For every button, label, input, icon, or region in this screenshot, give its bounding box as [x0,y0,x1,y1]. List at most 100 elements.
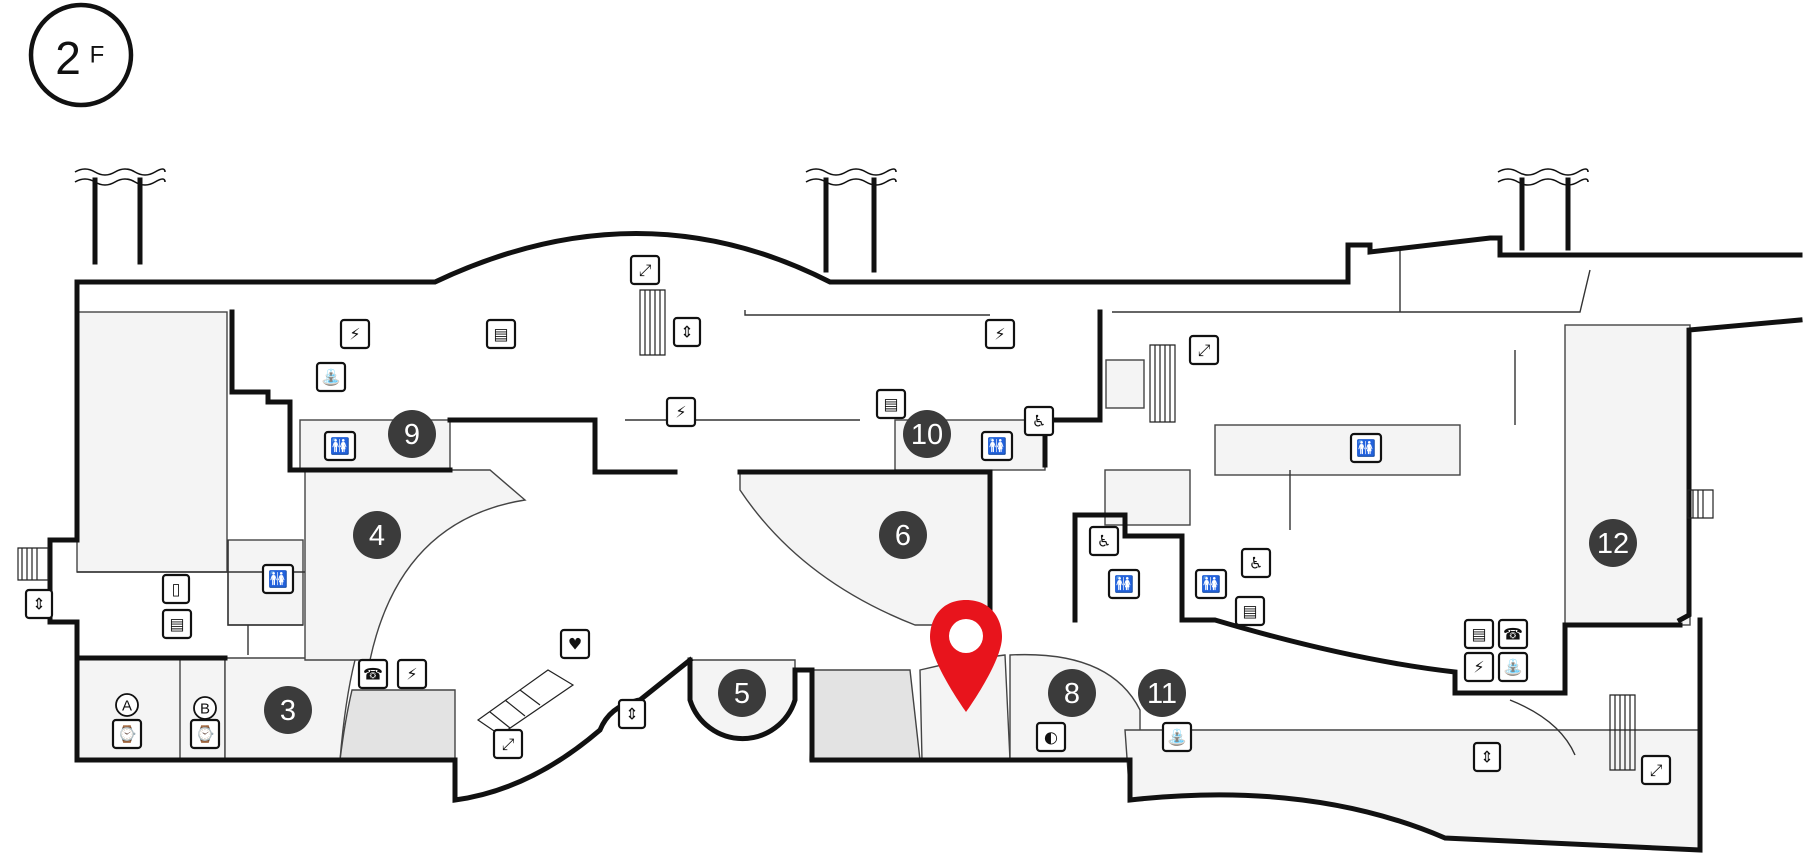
svg-text:⌚: ⌚ [195,725,215,744]
svg-text:☎: ☎ [363,665,383,684]
elevator-icon[interactable]: ⇕ [617,698,647,730]
floor-badge: 2 F [28,2,134,108]
charging-icon[interactable]: ⚡ [984,318,1016,350]
inner-wall-east [1072,512,1683,696]
charging-icon[interactable]: ⚡ [665,396,697,428]
svg-text:▤: ▤ [883,395,898,414]
water-fountain-icon[interactable]: ⛲ [1161,721,1193,753]
east-wall [1676,317,1803,624]
floor-suffix: F [90,42,105,69]
elevator-icon[interactable]: ⇕ [24,588,54,620]
aed-icon[interactable]: ♥ [559,628,591,660]
gate-label-b: B [200,701,210,718]
pin-hole [949,619,983,653]
area-badge-5[interactable]: 5 [718,669,766,717]
charging-icon[interactable]: ⚡ [396,658,428,690]
area-badge-9[interactable]: 9 [388,410,436,458]
north-wall [74,231,1803,285]
gate-badge-a[interactable]: A [115,693,139,717]
svg-text:♿: ♿ [1097,532,1111,551]
smoking-icon[interactable]: ▯ [161,573,191,605]
svg-text:⚡: ⚡ [349,325,360,344]
charging-icon[interactable]: ⚡ [339,318,371,350]
connector-2 [823,177,877,273]
vending-machine-icon[interactable]: ▤ [875,388,907,420]
charging-icon[interactable]: ⚡ [1463,651,1495,683]
svg-text:⚡: ⚡ [994,325,1005,344]
svg-text:⚡: ⚡ [675,403,686,422]
area-badge-10[interactable]: 10 [903,410,951,458]
area-badge-3[interactable]: 3 [264,686,312,734]
connector-3 [1519,177,1571,251]
room-area-4 [304,469,527,661]
vending-machine-icon[interactable]: ▤ [485,318,517,350]
water-fountain-icon[interactable]: ⛲ [1497,651,1529,683]
svg-text:⤢: ⤢ [1198,341,1211,360]
restroom-icon[interactable]: 🚻 [980,430,1014,462]
svg-text:▤: ▤ [493,325,508,344]
inner-wall-6 [737,469,993,628]
area-badge-11[interactable]: 11 [1138,669,1186,717]
restroom-icon[interactable]: 🚻 [323,430,357,462]
area-badge-8[interactable]: 8 [1048,669,1096,717]
connector-break-2 [805,168,897,176]
area-badges: 3 4 5 6 8 9 10 11 12 [264,410,1637,734]
inner-wall-10 [1042,309,1103,468]
svg-text:🚻: 🚻 [1201,575,1221,594]
connector-break-1b [74,178,166,186]
stairs-west [17,547,49,581]
room-escalator-bay [1105,359,1145,409]
area-badge-6[interactable]: 6 [879,511,927,559]
elevator-icon[interactable]: ⇕ [1472,741,1502,773]
svg-text:⤢: ⤢ [639,261,652,280]
room-area-3-annex [339,689,456,761]
pin-shape [930,600,1002,712]
lounge-icon[interactable]: ⌚ [189,718,221,750]
escalator-icon[interactable]: ⤢ [1640,754,1672,786]
restroom-icon[interactable]: 🚻 [1349,432,1383,464]
water-fountain-icon[interactable]: ⛲ [315,361,347,393]
escalator-icon[interactable]: ⤢ [492,728,524,760]
area-label-12: 12 [1597,528,1629,560]
telephone-icon[interactable]: ☎ [1497,618,1529,650]
thin-wall-10 [1509,699,1576,756]
area-label-9: 9 [404,419,420,451]
svg-text:◐: ◐ [1044,728,1058,747]
accessible-restroom-icon[interactable]: ♿ [1088,525,1120,557]
room-southeast-hall [1124,729,1701,851]
svg-text:⇕: ⇕ [625,705,638,724]
svg-text:🚻: 🚻 [1114,575,1134,594]
accessible-restroom-icon[interactable]: ♿ [1023,405,1055,437]
restroom-icon[interactable]: 🚻 [1107,568,1141,600]
lounge-icon[interactable]: ⌚ [111,718,143,750]
gate-label-a: A [122,698,132,715]
lounge-icon[interactable]: ◐ [1035,721,1067,753]
svg-text:⤢: ⤢ [1650,761,1663,780]
svg-text:☎: ☎ [1503,625,1523,644]
gate-badge-b[interactable]: B [193,696,217,720]
gate-badges: A B [115,693,217,720]
escalator-icon[interactable]: ⤢ [629,254,661,286]
restroom-icon[interactable]: 🚻 [261,563,295,595]
thin-wall-4 [744,310,990,316]
vending-machine-icon[interactable]: ▤ [1234,595,1266,627]
telephone-icon[interactable]: ☎ [357,658,389,690]
room-area-6 [739,471,991,626]
area-badge-12[interactable]: 12 [1589,519,1637,567]
svg-text:▤: ▤ [1242,602,1257,621]
area-label-5: 5 [734,678,750,710]
vending-machine-icon[interactable]: ▤ [161,608,193,640]
area-badge-4[interactable]: 4 [353,511,401,559]
thin-wall-2 [227,540,303,626]
restroom-icon[interactable]: 🚻 [1194,568,1228,600]
vending-machine-icon[interactable]: ▤ [1463,618,1495,650]
escalator-icon[interactable]: ⤢ [1188,334,1220,366]
accessible-restroom-icon[interactable]: ♿ [1240,547,1272,579]
room-west-of-pin [809,669,921,761]
thin-wall-6 [1112,269,1591,313]
current-location-pin[interactable] [930,600,1002,712]
room-area-12 [1564,324,1691,626]
svg-text:♿: ♿ [1032,412,1046,431]
elevator-icon[interactable]: ⇕ [672,316,702,348]
